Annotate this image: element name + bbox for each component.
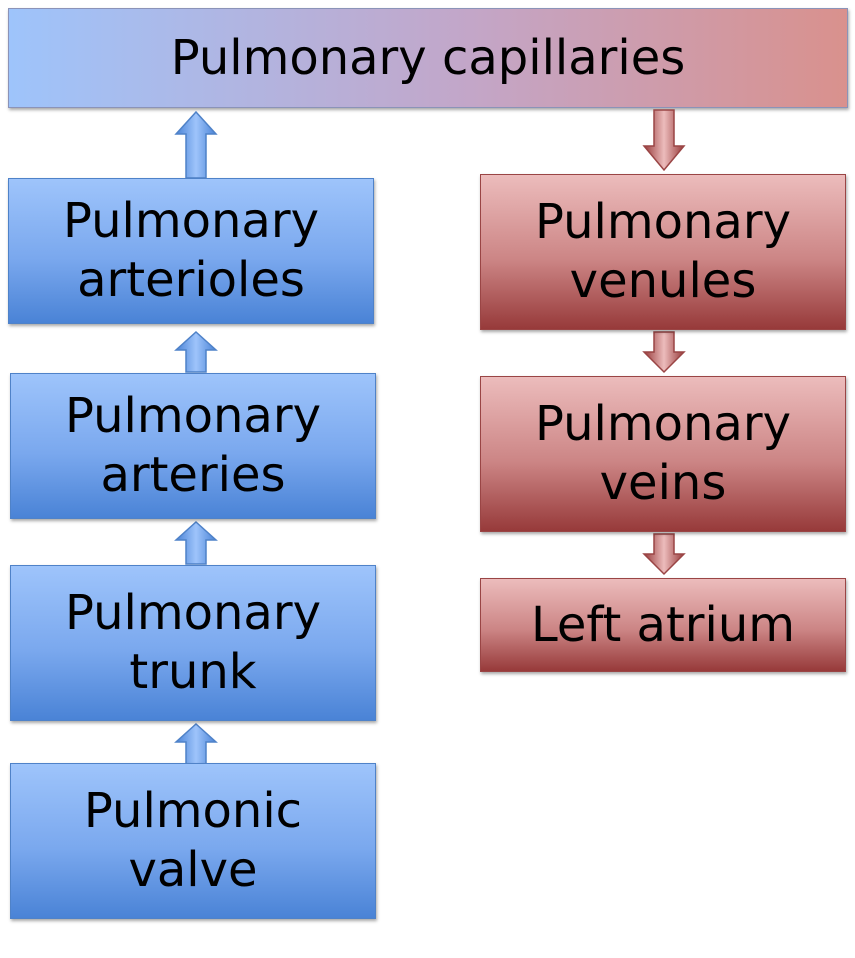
pulmonary-veins-label: Pulmonary veins — [535, 396, 791, 511]
pulmonary-venules-label: Pulmonary venules — [535, 194, 791, 309]
pulmonary-arterioles-box: Pulmonary arterioles — [8, 178, 374, 324]
pulmonary-arteries-box: Pulmonary arteries — [10, 373, 376, 519]
pulmonary-arterioles-label: Pulmonary arterioles — [63, 193, 319, 308]
up-arrow-icon — [174, 722, 218, 765]
up-arrow-icon — [174, 110, 218, 179]
pulmonary-trunk-label: Pulmonary trunk — [65, 585, 321, 700]
pulmonary-venules-box: Pulmonary venules — [480, 174, 846, 330]
down-arrow-icon — [642, 109, 686, 172]
pulmonary-veins-box: Pulmonary veins — [480, 376, 846, 532]
pulmonary-capillaries-box: Pulmonary capillaries — [8, 8, 848, 108]
pulmonic-valve-box: Pulmonic valve — [10, 763, 376, 919]
left-atrium-label: Left atrium — [530, 596, 796, 653]
pulmonary-capillaries-label: Pulmonary capillaries — [170, 29, 686, 86]
pulmonary-trunk-box: Pulmonary trunk — [10, 565, 376, 721]
left-atrium-box: Left atrium — [480, 578, 846, 672]
pulmonary-arteries-label: Pulmonary arteries — [65, 388, 321, 503]
up-arrow-icon — [174, 520, 218, 565]
down-arrow-icon — [642, 331, 686, 374]
down-arrow-icon — [642, 533, 686, 576]
pulmonic-valve-label: Pulmonic valve — [83, 783, 303, 898]
up-arrow-icon — [174, 330, 218, 373]
